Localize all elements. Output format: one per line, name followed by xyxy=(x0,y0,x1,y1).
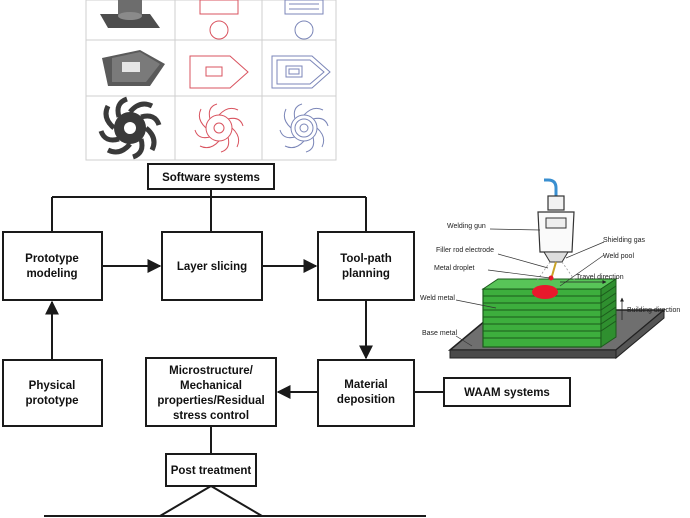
svg-text:Software systems: Software systems xyxy=(162,172,260,184)
pentagon-toolpath xyxy=(271,55,331,89)
svg-text:Material: Material xyxy=(344,379,387,391)
flowchart: Software systems Prototype modeling Laye… xyxy=(2,163,571,517)
box-toolpath-planning: Tool-path planning xyxy=(317,231,415,301)
box-post-treatment: Post treatment xyxy=(165,453,257,487)
svg-text:Mechanical: Mechanical xyxy=(180,380,242,392)
gear-slice-contour xyxy=(194,103,244,153)
gear-toolpath xyxy=(279,103,329,153)
slicing-examples-grid xyxy=(85,0,337,161)
pentagon-slice-contour xyxy=(189,55,249,89)
svg-text:Prototype: Prototype xyxy=(25,253,79,265)
waam-schematic: Welding gun Filler rod electrode Metal d… xyxy=(420,178,680,360)
label-filler-rod-electrode: Filler rod electrode xyxy=(436,247,494,254)
label-weld-metal: Weld metal xyxy=(420,295,455,302)
box-prototype-modeling: Prototype modeling xyxy=(2,231,103,301)
torch-cable xyxy=(544,178,558,196)
box-layer-slicing: Layer slicing xyxy=(161,231,263,301)
weld-pool xyxy=(532,285,558,299)
box-software-systems: Software systems xyxy=(147,163,275,190)
gear-part-model xyxy=(98,96,162,160)
box-physical-prototype: Physical prototype xyxy=(2,359,103,427)
metal-droplet xyxy=(548,275,554,281)
svg-text:WAAM systems: WAAM systems xyxy=(464,387,550,399)
svg-text:Tool-path: Tool-path xyxy=(340,253,392,265)
shielding-gas-lines xyxy=(535,261,577,283)
svg-text:Post treatment: Post treatment xyxy=(171,465,252,477)
label-travel-direction: Travel direction xyxy=(576,274,624,281)
filler-rod xyxy=(551,261,557,277)
cylinder-slice-contour xyxy=(199,0,239,40)
svg-text:stress control: stress control xyxy=(173,410,249,422)
svg-text:prototype: prototype xyxy=(25,395,78,407)
cylinder-part-model xyxy=(100,0,160,28)
connector-post-left xyxy=(159,485,212,517)
svg-text:deposition: deposition xyxy=(337,394,395,406)
svg-text:properties/Residual: properties/Residual xyxy=(157,395,264,407)
svg-text:Physical: Physical xyxy=(29,380,76,392)
box-material-deposition: Material deposition xyxy=(317,359,415,427)
label-building-direction: Building direction xyxy=(627,307,680,314)
label-base-metal: Base metal xyxy=(422,330,457,337)
label-welding-gun: Welding gun xyxy=(447,223,486,230)
label-metal-droplet: Metal droplet xyxy=(434,265,475,272)
box-waam-systems: WAAM systems xyxy=(443,377,571,407)
svg-text:Layer slicing: Layer slicing xyxy=(177,261,247,273)
cylinder-toolpath xyxy=(284,0,324,40)
svg-text:modeling: modeling xyxy=(26,268,77,280)
welding-torch xyxy=(535,178,577,283)
label-weld-pool: Weld pool xyxy=(603,253,634,260)
svg-text:planning: planning xyxy=(342,268,390,280)
box-microstructure-control: Microstructure/ Mechanical properties/Re… xyxy=(145,357,277,427)
label-shielding-gas: Shielding gas xyxy=(603,237,646,244)
connector-post-right xyxy=(210,485,263,517)
svg-text:Microstructure/: Microstructure/ xyxy=(169,365,254,377)
pentagon-part-model xyxy=(102,50,165,86)
